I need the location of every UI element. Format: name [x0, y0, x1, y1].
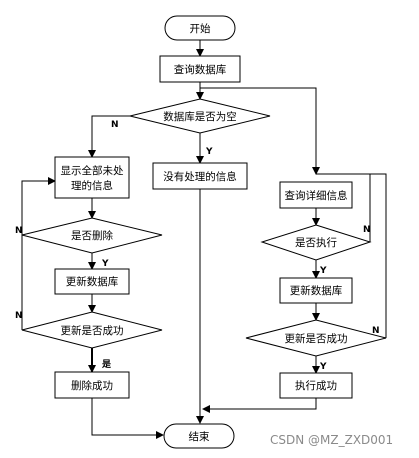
edge-label-update-left-yes: 是 — [101, 359, 112, 370]
node-execute-check-label: 是否执行 — [295, 236, 337, 249]
node-show-all: 显示全部未处 理的信息 — [54, 156, 130, 199]
node-end: 结束 — [163, 423, 235, 449]
process-shape — [279, 372, 353, 399]
node-db-empty-check-label: 数据库是否为空 — [163, 110, 237, 123]
arrow-delete-success-to-end — [91, 398, 164, 439]
terminator-shape — [164, 15, 236, 41]
connectors — [21, 40, 387, 439]
node-update-db-left-label: 更新数据库 — [66, 275, 119, 288]
node-start-label: 开始 — [190, 22, 211, 35]
edge-label-update-right-yes: Y — [319, 362, 327, 372]
node-update-ok-left: 更新是否成功 — [21, 311, 163, 349]
edge-label-update-left-no: N — [15, 311, 23, 321]
decision-shape — [21, 311, 163, 349]
node-query-db: 查询数据库 — [159, 55, 241, 83]
decision-shape — [129, 98, 271, 134]
process-shape — [54, 268, 130, 295]
process-shape — [279, 277, 353, 304]
arrow-empty-no — [88, 115, 130, 158]
node-delete-success-label: 删除成功 — [71, 379, 113, 392]
edge-label-execute-no: N — [363, 225, 371, 235]
node-query-detail-label: 查询详细信息 — [285, 189, 348, 202]
node-delete-check-label: 是否删除 — [71, 229, 113, 242]
process-shape — [54, 371, 130, 399]
watermark-text: CSDN @MZ_ZXD001 — [270, 433, 393, 447]
node-update-ok-left-label: 更新是否成功 — [61, 324, 124, 337]
node-start: 开始 — [164, 15, 236, 41]
node-db-empty-check: 数据库是否为空 — [129, 98, 271, 134]
node-query-detail: 查询详细信息 — [279, 181, 353, 209]
node-no-info-label: 没有处理的信息 — [163, 170, 237, 183]
edge-label-db-empty-yes: Y — [205, 147, 213, 157]
edge-labels: N Y N Y N 是 N Y N Y — [15, 120, 380, 372]
process-shape — [152, 162, 248, 190]
arrow-to-query-detail — [200, 87, 320, 175]
arrow-update-right-no-loop — [316, 173, 387, 338]
terminator-shape — [163, 423, 235, 449]
node-show-all-label-line1: 显示全部未处 — [61, 164, 124, 177]
node-update-db-right: 更新数据库 — [279, 277, 353, 304]
edge-label-delete-yes: Y — [101, 259, 109, 269]
node-execute-check: 是否执行 — [260, 224, 372, 261]
process-shape — [54, 156, 130, 199]
process-shape — [159, 55, 241, 83]
node-execute-success-label: 执行成功 — [295, 379, 337, 392]
node-update-db-left: 更新数据库 — [54, 268, 130, 295]
edge-label-execute-yes: Y — [319, 266, 327, 276]
edge-label-db-empty-no: N — [111, 120, 119, 130]
decision-shape — [260, 224, 372, 261]
node-delete-check: 是否删除 — [21, 217, 163, 254]
edge-label-delete-no: N — [15, 226, 23, 236]
node-update-ok-right: 更新是否成功 — [245, 319, 387, 357]
node-no-info: 没有处理的信息 — [152, 162, 248, 190]
node-show-all-label-line2: 理的信息 — [71, 179, 113, 192]
process-shape — [279, 181, 353, 209]
node-query-db-label: 查询数据库 — [174, 63, 227, 76]
arrow-delete-no-loop — [21, 177, 56, 235]
node-delete-success: 删除成功 — [54, 371, 130, 399]
decision-shape — [245, 319, 387, 357]
decision-shape — [21, 217, 163, 254]
node-update-db-right-label: 更新数据库 — [290, 284, 343, 297]
node-update-ok-right-label: 更新是否成功 — [285, 332, 348, 345]
node-execute-success: 执行成功 — [279, 372, 353, 399]
arrow-execute-success-to-end — [202, 398, 317, 413]
node-end-label: 结束 — [189, 430, 210, 443]
edge-label-update-right-no: N — [372, 326, 380, 336]
